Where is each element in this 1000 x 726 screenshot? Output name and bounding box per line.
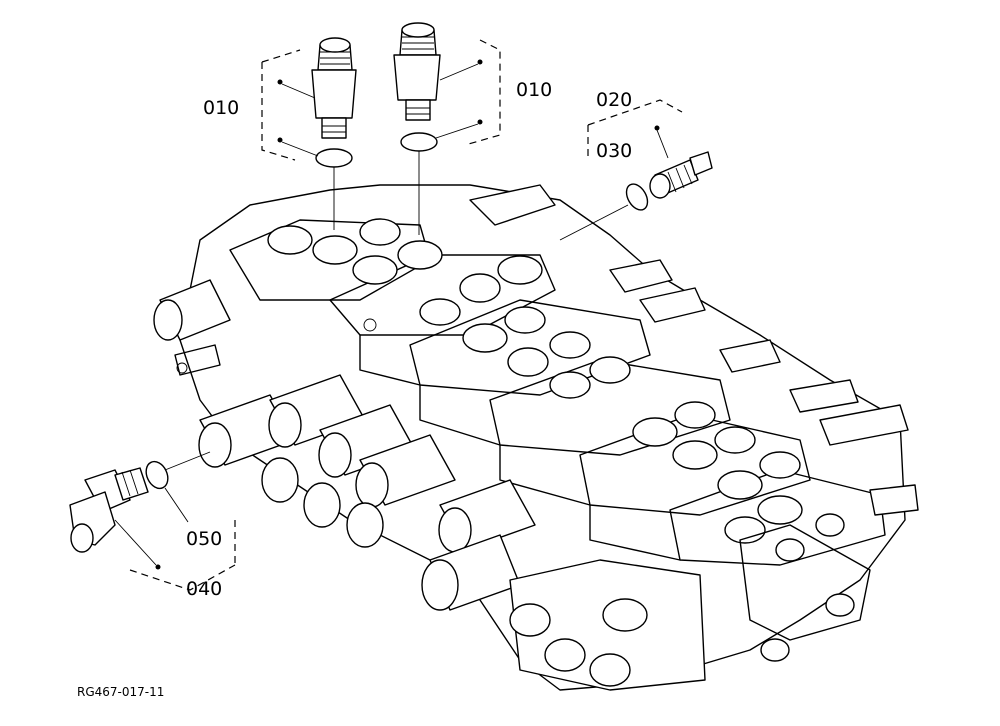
- label-020: 020: [596, 89, 632, 111]
- adapter-010-left: [311, 37, 357, 139]
- part-040-group: [69, 451, 236, 591]
- o-ring-030: [625, 183, 649, 211]
- label-050: 050: [186, 528, 222, 550]
- plug-020: [649, 151, 713, 199]
- adapter-010-right: [393, 22, 441, 121]
- lower-valve-section: [509, 513, 871, 691]
- reference-code: RG467-017-11: [77, 685, 164, 699]
- label-040: 040: [186, 578, 222, 600]
- o-ring-010-left: [315, 148, 353, 168]
- label-010-left: 010: [203, 97, 239, 119]
- part-020-group: [559, 99, 713, 241]
- o-ring-010-right: [400, 132, 438, 152]
- spool-cylinders-front: [153, 279, 536, 611]
- spool-cylinders-right: [469, 184, 919, 516]
- elbow-040: [69, 467, 149, 553]
- control-valve-assembly: [153, 184, 919, 691]
- label-030: 030: [596, 140, 632, 162]
- o-ring-050: [145, 460, 169, 490]
- label-010-right: 010: [516, 79, 552, 101]
- port-plugs: [267, 218, 803, 581]
- part-010-group: [261, 22, 501, 235]
